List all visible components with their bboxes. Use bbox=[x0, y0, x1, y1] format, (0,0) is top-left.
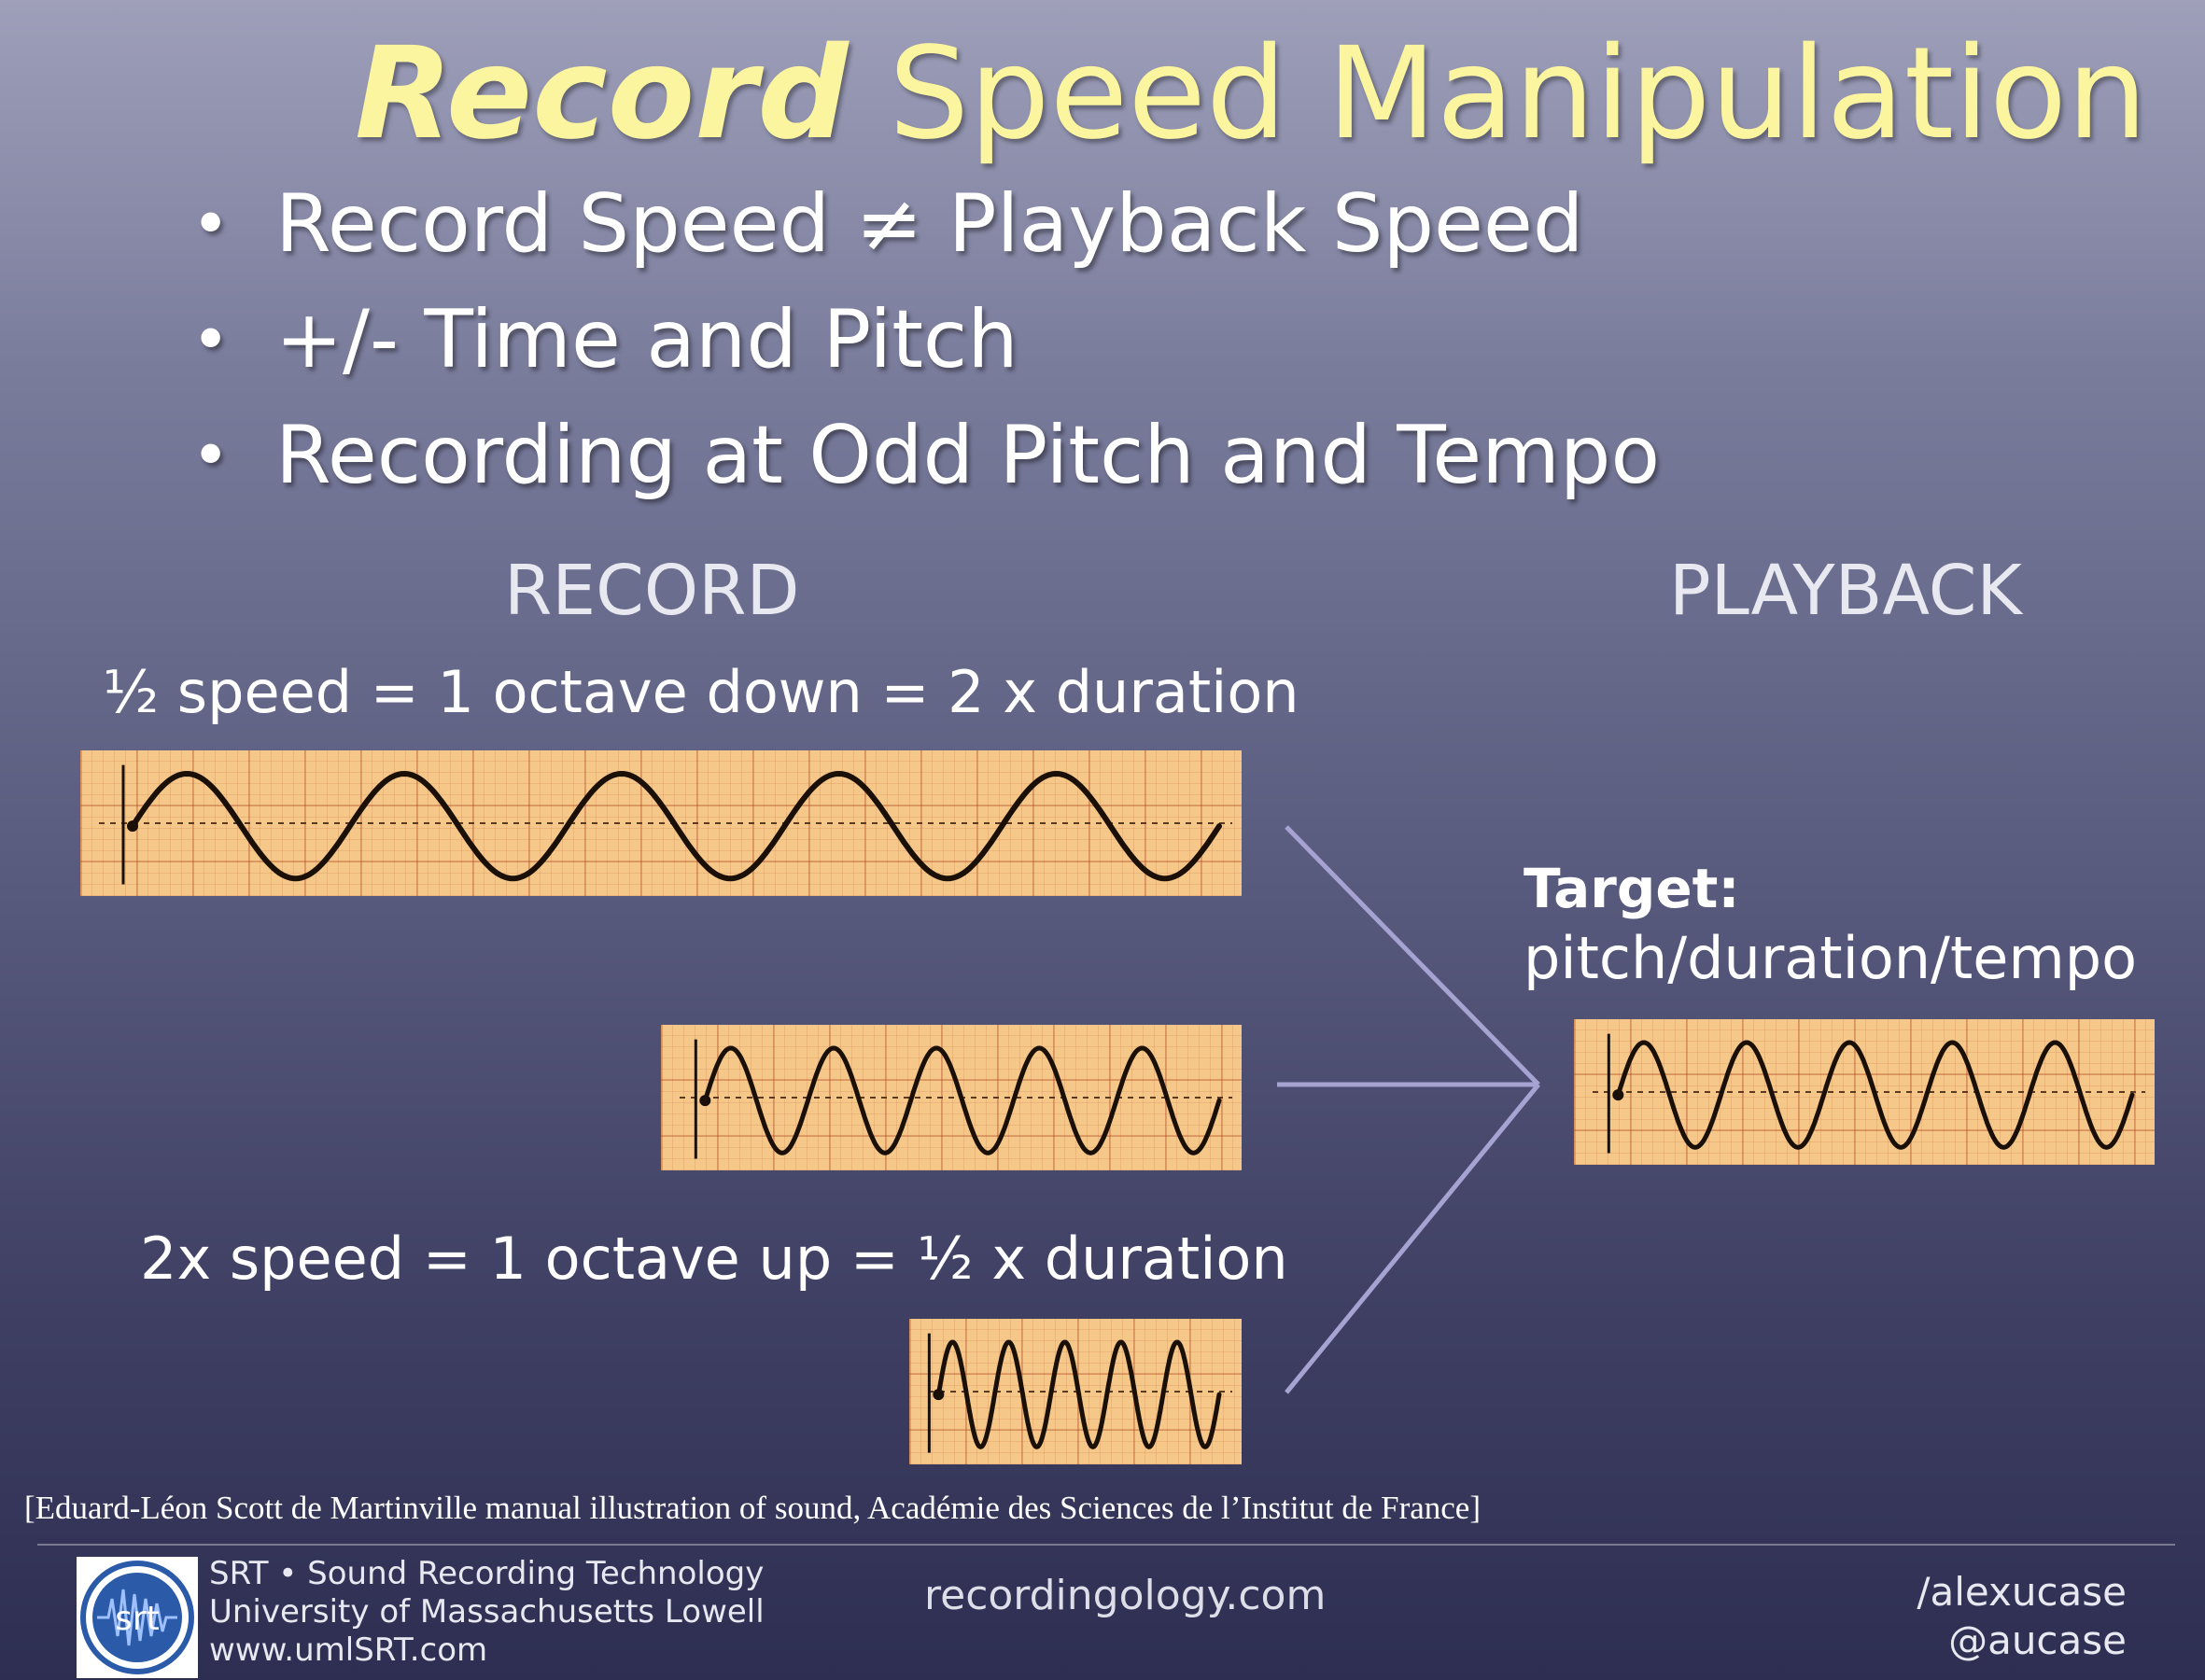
waveform-half-speed bbox=[80, 750, 1242, 896]
waveform-normal-speed bbox=[661, 1025, 1242, 1170]
waveform-sine bbox=[935, 1339, 1222, 1449]
arrow-line-bottom bbox=[1285, 1083, 1540, 1394]
bullet-item: • Record Speed ≠ Playback Speed bbox=[191, 166, 1660, 282]
waveform-start-dot bbox=[127, 820, 138, 833]
waveform-double-speed bbox=[909, 1319, 1242, 1464]
slide-title: Record Speed Manipulation bbox=[355, 19, 2147, 171]
srt-logo: srt bbox=[77, 1557, 198, 1678]
bullet-symbol: • bbox=[191, 301, 231, 378]
bullet-list: • Record Speed ≠ Playback Speed • +/- Time… bbox=[191, 166, 1660, 513]
org-website: www.umlSRT.com bbox=[209, 1631, 488, 1669]
waveform-sine bbox=[130, 770, 1222, 882]
record-heading: RECORD bbox=[504, 551, 800, 631]
bullet-item: • +/- Time and Pitch bbox=[191, 282, 1660, 398]
website-link: recordingology.com bbox=[924, 1572, 1327, 1619]
double-speed-caption: 2x speed = 1 octave up = ½ x duration bbox=[140, 1225, 1288, 1293]
waveform-trace bbox=[927, 1333, 1232, 1453]
bullet-text: Recording at Odd Pitch and Tempo bbox=[275, 409, 1661, 502]
social-handle-twitter: @aucase bbox=[1948, 1617, 2127, 1663]
waveform-sine bbox=[1615, 1040, 2135, 1150]
bullet-text: Record Speed ≠ Playback Speed bbox=[275, 177, 1584, 271]
bullet-symbol: • bbox=[191, 186, 231, 262]
waveform-start-dot bbox=[1612, 1089, 1624, 1101]
slide-title-emphasis: Record bbox=[355, 21, 849, 168]
waveform-start-dot bbox=[699, 1095, 711, 1107]
organization-info: SRT • Sound Recording Technology Univers… bbox=[209, 1555, 765, 1670]
target-description: pitch/duration/tempo bbox=[1524, 924, 2138, 992]
srt-logo-icon: srt bbox=[80, 1561, 194, 1674]
waveform-playback-target bbox=[1574, 1019, 2155, 1165]
target-label: Target: bbox=[1524, 857, 1740, 920]
org-name: SRT • Sound Recording Technology bbox=[209, 1555, 765, 1592]
footer-divider bbox=[37, 1544, 2175, 1546]
waveform-start-dot bbox=[933, 1389, 945, 1401]
bullet-symbol: • bbox=[191, 417, 231, 494]
arrow-line-top bbox=[1285, 825, 1540, 1086]
slide-title-rest: Speed Manipulation bbox=[888, 21, 2148, 168]
image-credit: [Eduard-Léon Scott de Martinville manual… bbox=[24, 1490, 1481, 1526]
bullet-item: • Recording at Odd Pitch and Tempo bbox=[191, 398, 1660, 513]
playback-heading: PLAYBACK bbox=[1669, 551, 2022, 631]
half-speed-caption: ½ speed = 1 octave down = 2 x duration bbox=[103, 658, 1299, 726]
waveform-trace bbox=[99, 764, 1232, 885]
bullet-text: +/- Time and Pitch bbox=[275, 293, 1018, 386]
social-handles: /alexucase @aucase bbox=[1917, 1568, 2127, 1665]
waveform-trace bbox=[1593, 1033, 2145, 1154]
srt-logo-text: srt bbox=[115, 1600, 160, 1638]
waveform-trace bbox=[680, 1039, 1232, 1159]
waveform-sine bbox=[702, 1045, 1222, 1155]
org-university: University of Massachusetts Lowell bbox=[209, 1593, 765, 1631]
social-handle-facebook: /alexucase bbox=[1917, 1569, 2127, 1615]
